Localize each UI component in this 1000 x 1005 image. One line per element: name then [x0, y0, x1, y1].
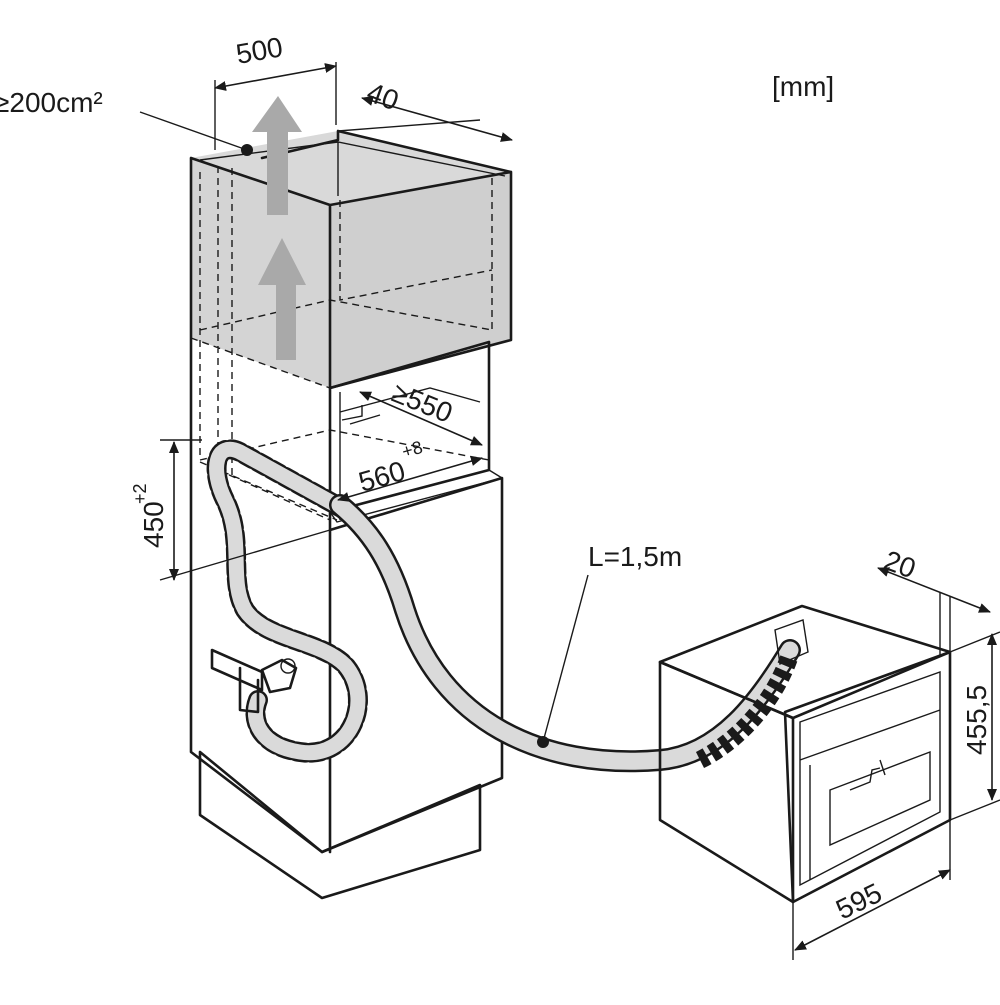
dim-455-ext-bottom [949, 799, 1000, 821]
dim-450-ext-bottom [159, 529, 331, 581]
niche-depth-label: ≥550 [388, 377, 457, 429]
dim-500-line [214, 63, 337, 91]
niche-inner-lines [329, 392, 503, 523]
cabinet-width-label: 500 [234, 31, 285, 70]
cable-into-appliance [695, 652, 799, 769]
hidden-edges [190, 166, 493, 521]
vent-arrow-lower [258, 238, 306, 360]
unit-label: [mm] [772, 71, 834, 102]
cable-length-label: L=1,5m [588, 541, 682, 572]
upper-cabinet-side-shading [330, 172, 511, 388]
dim-595-line [794, 869, 951, 951]
appliance-top [658, 604, 952, 720]
labels: [mm] ≥200cm² 500 40 ≥550 560 +8 450 +2 L… [0, 31, 992, 925]
tap-nut [280, 658, 296, 674]
appliance-front-panel [799, 671, 941, 887]
appliance-width-label: 595 [831, 877, 887, 925]
niche-height-tolerance: +2 [130, 483, 150, 504]
dim-40-ext [337, 119, 481, 132]
water-hose [206, 439, 368, 763]
appliance-panel-depth-label: 20 [880, 545, 920, 585]
depth-offset-label: 40 [363, 77, 403, 117]
power-cable [329, 494, 801, 773]
water-tap [210, 648, 298, 714]
tall-cabinet [189, 129, 513, 900]
plinth [198, 750, 482, 900]
vent-area-label: ≥200cm² [0, 87, 103, 118]
ventilation-arrows [252, 96, 306, 360]
dim-20-line [877, 567, 991, 613]
hose-fill [209, 442, 366, 761]
niche-height-label: 450 [138, 501, 169, 548]
vent-area-dot [241, 144, 253, 156]
cable-inner [331, 496, 799, 770]
dimension-lines [139, 62, 1000, 960]
vent-area-leader [139, 111, 248, 151]
vent-arrow-upper [252, 96, 302, 215]
appliance-height-label: 455,5 [961, 685, 992, 755]
dim-550-line [359, 391, 483, 446]
connector-plate [774, 619, 809, 666]
niche-width-tolerance: +8 [400, 437, 425, 462]
dim-40-line [361, 96, 513, 142]
cabinet-outline [189, 129, 513, 854]
appliance [658, 604, 952, 904]
dim-560-line [337, 456, 483, 502]
cable-leader [542, 574, 589, 743]
niche-width-label: 560 [355, 455, 408, 498]
